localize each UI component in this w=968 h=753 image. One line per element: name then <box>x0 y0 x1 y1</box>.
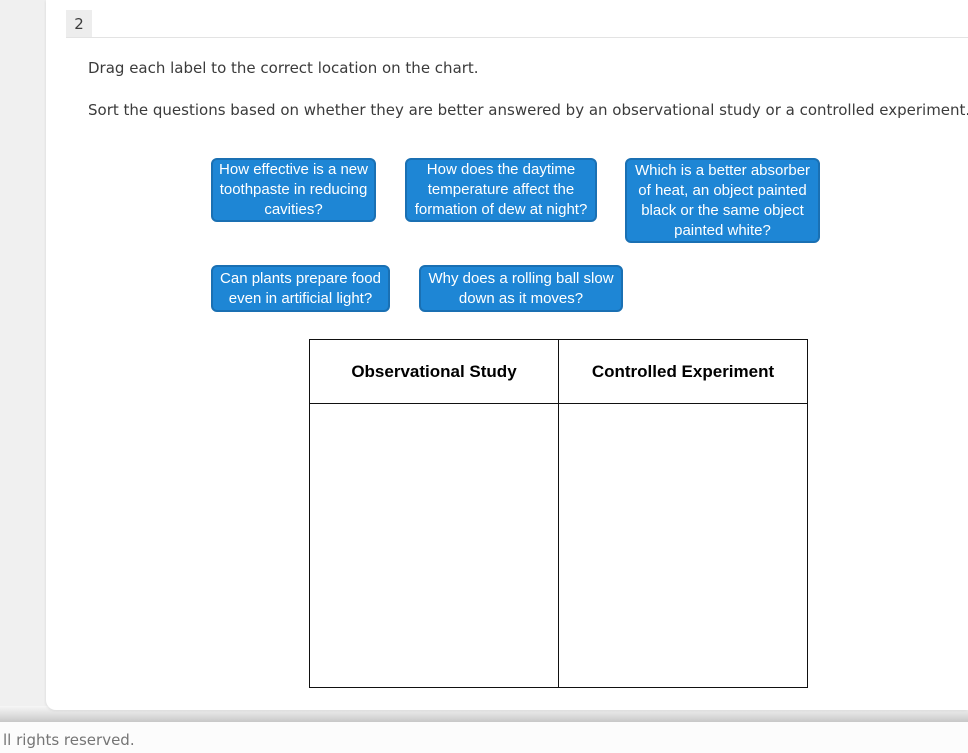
instruction-drag: Drag each label to the correct location … <box>88 59 479 77</box>
drag-label-toothpaste[interactable]: How effective is a new toothpaste in red… <box>211 158 376 222</box>
drop-zone-observational-study[interactable] <box>310 404 559 687</box>
drag-label-plants[interactable]: Can plants prepare food even in artifici… <box>211 265 390 312</box>
tabbar-divider <box>66 37 968 38</box>
sort-chart-body <box>310 404 807 687</box>
drag-label-dew[interactable]: How does the daytime temperature affect … <box>405 158 597 222</box>
tab-question-2-label: 2 <box>74 15 84 33</box>
column-header-controlled-experiment: Controlled Experiment <box>591 361 775 381</box>
drag-label-plants-text: Can plants prepare food even in artifici… <box>220 269 381 307</box>
instruction-sort: Sort the questions based on whether they… <box>88 101 968 119</box>
drag-label-dew-text: How does the daytime temperature affect … <box>414 161 588 218</box>
drag-label-rolling-ball-text: Why does a rolling ball slow down as it … <box>428 269 614 307</box>
drag-label-heat-absorber-text: Which is a better absorber of heat, an o… <box>634 161 811 239</box>
tab-question-2[interactable]: 2 <box>66 10 92 38</box>
drag-label-toothpaste-text: How effective is a new toothpaste in red… <box>219 161 368 218</box>
copyright-text: ll rights reserved. <box>3 731 135 749</box>
viewport-bottom-shadow <box>0 706 968 722</box>
sort-chart: Observational Study Controlled Experimen… <box>309 339 808 688</box>
question-panel: 2 Drag each label to the correct locatio… <box>46 0 968 710</box>
drag-label-rolling-ball[interactable]: Why does a rolling ball slow down as it … <box>419 265 623 312</box>
question-viewport: 2 Drag each label to the correct locatio… <box>0 0 968 722</box>
page-footer: ll rights reserved. <box>0 722 968 753</box>
column-header-observational-study: Observational Study <box>310 340 559 403</box>
sort-chart-header-row: Observational Study Controlled Experimen… <box>310 340 807 404</box>
drag-label-heat-absorber[interactable]: Which is a better absorber of heat, an o… <box>625 158 820 243</box>
drop-zone-controlled-experiment[interactable] <box>559 404 807 687</box>
